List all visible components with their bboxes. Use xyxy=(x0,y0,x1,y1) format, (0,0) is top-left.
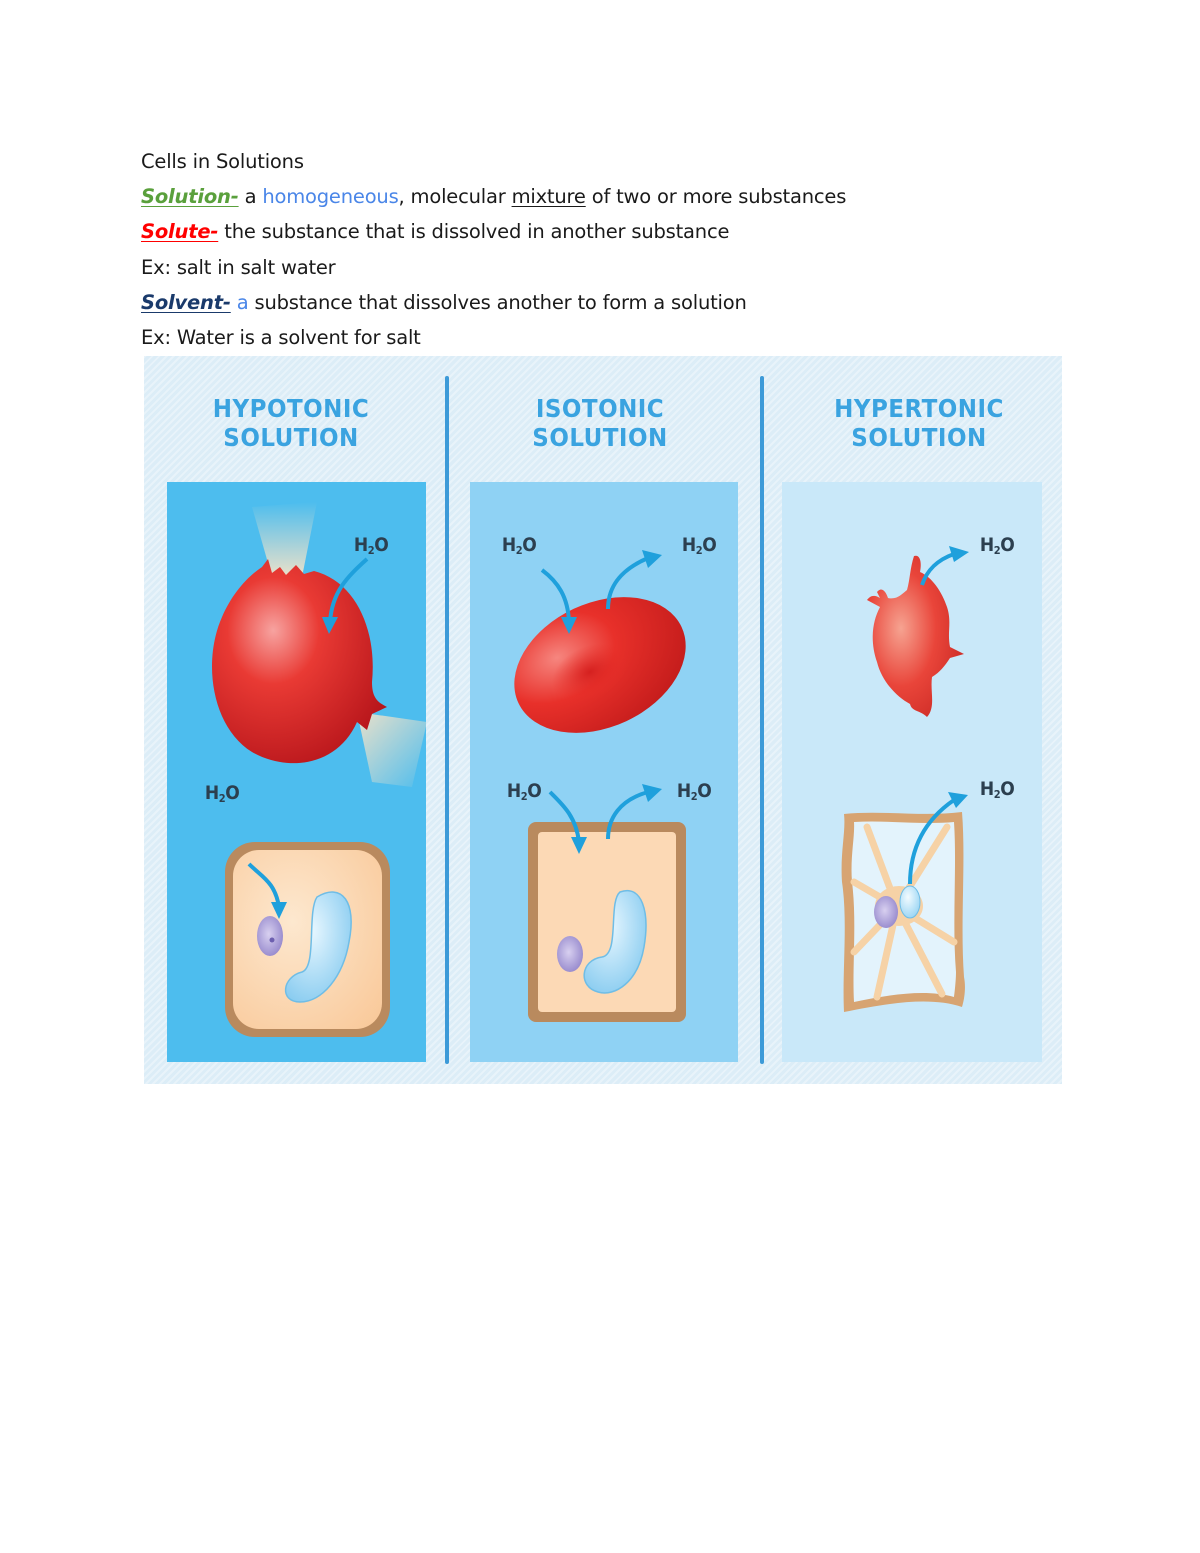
h2o-label: H2O xyxy=(676,780,712,803)
definition-text: the substance that is dissolved in anoth… xyxy=(218,220,730,244)
heading-line: ISOTONIC xyxy=(535,394,665,423)
h2o-label: H2O xyxy=(353,534,389,557)
h2o-label: H2O xyxy=(501,534,537,557)
panel-hypotonic: H2O H2O xyxy=(167,482,426,1062)
heading-hypotonic: HYPOTONIC SOLUTION xyxy=(153,394,429,452)
h2o-label: H2O xyxy=(979,778,1015,801)
term-solvent: Solvent- xyxy=(141,290,231,314)
h2o-label: H2O xyxy=(506,780,542,803)
heading-line: SOLUTION xyxy=(223,423,359,452)
h2o-label: H2O xyxy=(681,534,717,557)
example-solvent: Ex: Water is a solvent for salt xyxy=(141,325,421,349)
h2o-label: H2O xyxy=(204,782,240,805)
term-solution: Solution- xyxy=(141,185,239,209)
hypertonic-illustration xyxy=(841,546,969,1012)
panel-divider xyxy=(760,376,764,1064)
panel-divider xyxy=(445,376,449,1064)
panel-hypertonic: H2O H2O xyxy=(782,482,1042,1062)
term-solute: Solute- xyxy=(141,220,219,244)
hypotonic-illustration xyxy=(212,502,426,1037)
definition-solute: Solute- the substance that is dissolved … xyxy=(141,214,1041,249)
definition-text: , molecular xyxy=(398,185,512,209)
definition-solvent: Solvent- a substance that dissolves anot… xyxy=(141,285,1041,320)
heading-line: HYPERTONIC xyxy=(834,394,1004,423)
h2o-label: H2O xyxy=(979,534,1015,557)
definition-solution: Solution- a homogeneous, molecular mixtu… xyxy=(141,179,1041,214)
heading-line: SOLUTION xyxy=(851,423,987,452)
heading-isotonic: ISOTONIC SOLUTION xyxy=(462,394,738,452)
heading-hypertonic: HYPERTONIC SOLUTION xyxy=(781,394,1057,452)
underline-mixture: mixture xyxy=(511,185,586,209)
heading-line: SOLUTION xyxy=(532,423,668,452)
highlight-a: a xyxy=(236,290,249,314)
document-title: Cells in Solutions xyxy=(141,150,304,173)
example-solute: Ex: salt in salt water xyxy=(141,255,336,279)
isotonic-illustration xyxy=(514,550,686,1022)
document-text: Cells in Solutions Solution- a homogeneo… xyxy=(141,144,1041,355)
highlight-homogeneous: homogeneous xyxy=(262,185,399,209)
panel-isotonic: H2O H2O H2O H2O xyxy=(470,482,738,1062)
heading-line: HYPOTONIC xyxy=(212,394,370,423)
definition-text: a xyxy=(238,185,263,209)
tonicity-diagram: HYPOTONIC SOLUTION ISOTONIC SOLUTION HYP… xyxy=(144,356,1062,1084)
definition-text: of two or more substances xyxy=(585,185,847,209)
definition-text: substance that dissolves another to form… xyxy=(248,290,747,314)
